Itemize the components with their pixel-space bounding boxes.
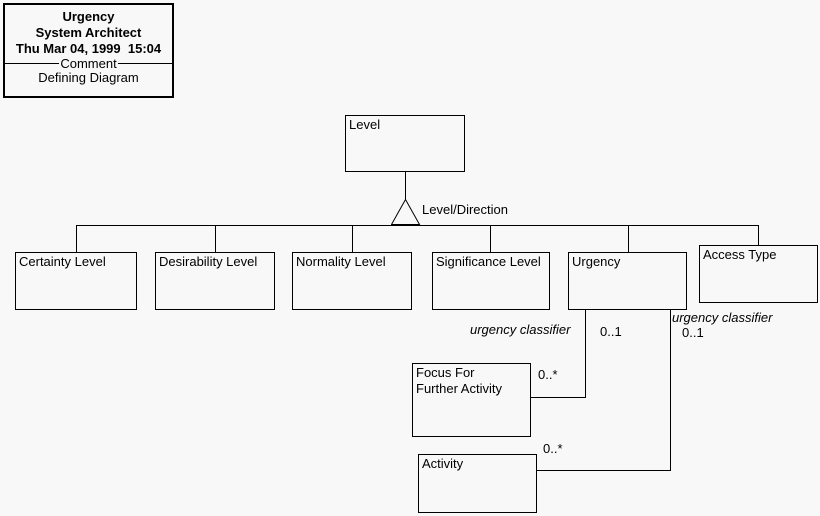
association-line-activity — [670, 310, 671, 471]
comment-divider-label: Comment — [60, 56, 117, 71]
drop-line-certainty — [76, 225, 77, 252]
generalization-bus-line — [76, 225, 759, 226]
node-level[interactable]: Level — [345, 115, 465, 172]
node-label: Normality Level — [296, 254, 386, 269]
divider-rule-left — [5, 63, 60, 64]
node-label: Focus For Further Activity — [416, 365, 502, 396]
comment-divider: Comment — [5, 56, 173, 71]
drop-line-urgency — [628, 225, 629, 252]
drop-line-significance — [490, 225, 491, 252]
node-label: Urgency — [572, 254, 621, 269]
comment-text: Defining Diagram — [38, 70, 139, 85]
node-significance-level[interactable]: Significance Level — [432, 252, 550, 310]
node-label: Level — [349, 117, 381, 132]
node-label: Significance Level — [436, 254, 541, 269]
association-name-label: urgency classifier — [672, 310, 773, 325]
node-certainty-level[interactable]: Certainty Level — [15, 252, 137, 310]
node-label: Access Type — [703, 247, 777, 262]
association-line-activity — [537, 470, 671, 471]
node-activity[interactable]: Activity — [418, 454, 537, 513]
node-label: Desirability Level — [159, 254, 258, 269]
node-desirability-level[interactable]: Desirability Level — [155, 252, 275, 310]
association-line-focus — [531, 397, 586, 398]
drop-line-normality — [352, 225, 353, 252]
multiplicity-label: 0..* — [538, 367, 558, 382]
multiplicity-label: 0..1 — [682, 325, 704, 340]
generalization-line — [405, 172, 406, 200]
association-line-focus — [585, 310, 586, 398]
drop-line-access-type — [758, 225, 759, 245]
diagram-title: Urgency — [62, 9, 115, 24]
diagram-timestamp: Thu Mar 04, 1999 15:04 — [15, 41, 162, 56]
node-label: Certainty Level — [19, 254, 106, 269]
generalization-label: Level/Direction — [422, 202, 508, 217]
divider-rule-right — [117, 63, 173, 64]
multiplicity-label: 0..* — [543, 441, 563, 456]
node-normality-level[interactable]: Normality Level — [292, 252, 412, 310]
node-urgency[interactable]: Urgency — [568, 252, 687, 310]
tool-name: System Architect — [35, 25, 142, 40]
node-access-type[interactable]: Access Type — [699, 245, 818, 303]
generalization-triangle-icon — [391, 199, 421, 225]
title-block: Urgency System Architect Thu Mar 04, 199… — [3, 3, 174, 98]
node-label: Activity — [422, 456, 464, 471]
multiplicity-label: 0..1 — [600, 324, 622, 339]
drop-line-desirability — [215, 225, 216, 252]
node-focus-for-further-activity[interactable]: Focus For Further Activity — [412, 363, 531, 437]
association-name-label: urgency classifier — [470, 322, 571, 337]
